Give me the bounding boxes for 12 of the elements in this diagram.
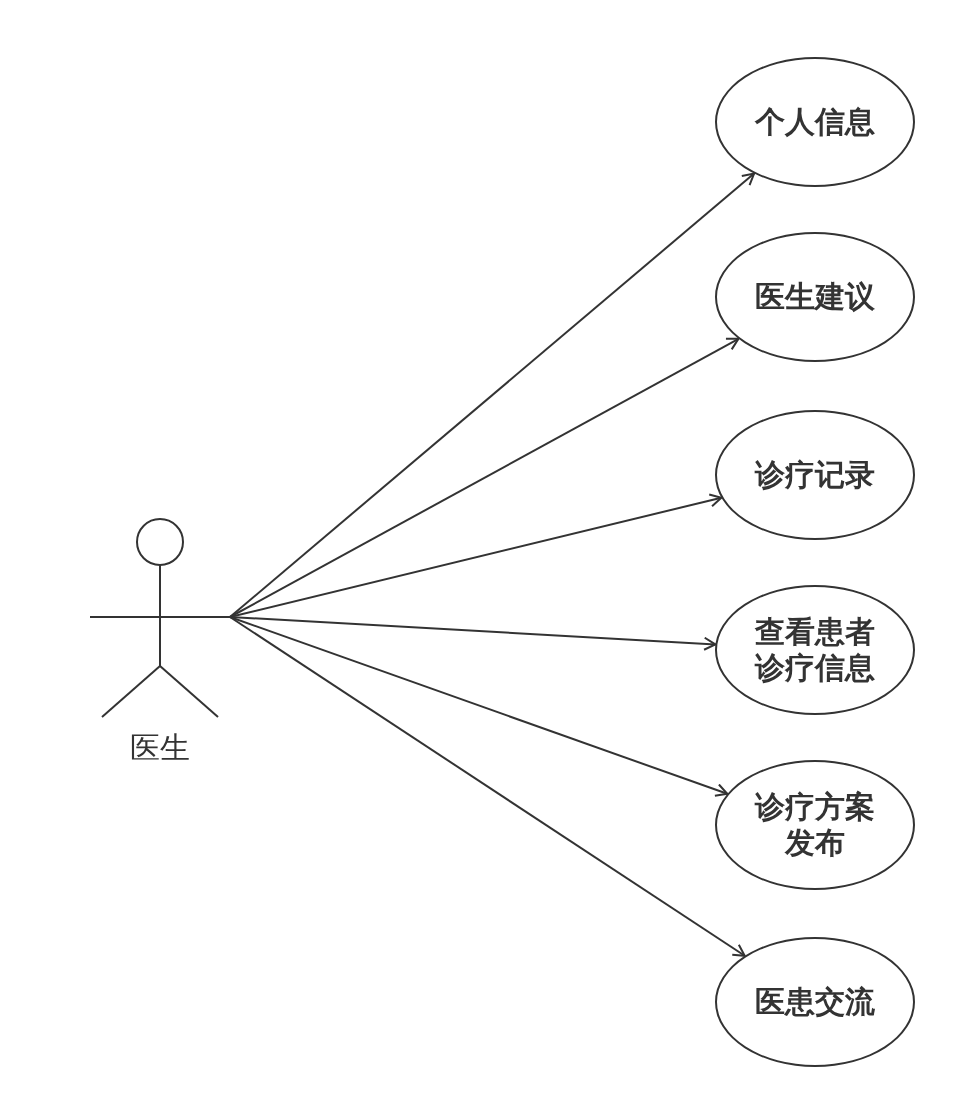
use-case-label: 查看患者诊疗信息 bbox=[753, 614, 876, 686]
association-arrow bbox=[229, 172, 756, 618]
use-case-label: 医生建议 bbox=[754, 279, 876, 315]
association-arrow bbox=[229, 616, 717, 651]
use-case-label: 医患交流 bbox=[754, 984, 876, 1020]
use-case-label: 诊疗方案发布 bbox=[753, 789, 876, 861]
association-arrow bbox=[229, 337, 740, 618]
association-arrow bbox=[229, 616, 746, 957]
use-case-label: 诊疗记录 bbox=[753, 457, 876, 493]
actor-name: 医生 bbox=[130, 729, 190, 767]
association-arrow bbox=[229, 616, 729, 797]
use-case-label: 个人信息 bbox=[753, 104, 876, 140]
